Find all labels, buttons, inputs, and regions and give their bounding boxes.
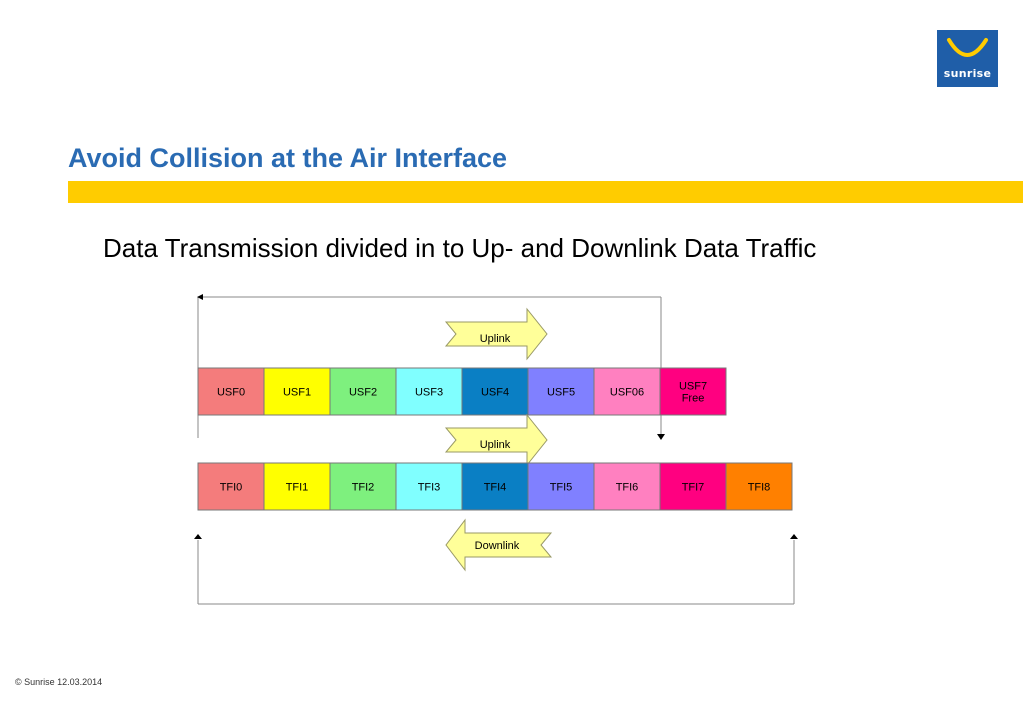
sunrise-logo: sunrise <box>937 30 998 87</box>
loop-arrowhead-up-left <box>194 534 202 539</box>
uplink-arrow-top-label: Uplink <box>480 333 511 345</box>
usf-cell: USF1 <box>263 367 331 416</box>
usf-cell-box <box>329 367 397 416</box>
downlink-arrow-label: Downlink <box>475 540 520 552</box>
title-underline-bar <box>68 181 1023 203</box>
usf-cell-label: USF2 <box>349 387 377 399</box>
usf-cell-label: USF06 <box>610 387 644 399</box>
usf-cell: USF5 <box>527 367 595 416</box>
usf-cell-label: USF0 <box>217 387 245 399</box>
footer-copyright: © Sunrise 12.03.2014 <box>15 677 103 687</box>
tfi-cell-label: TFI1 <box>286 482 309 494</box>
loop-arrowhead-up-right <box>790 534 798 539</box>
usf-cell-box <box>659 367 727 416</box>
tfi-cell-label: TFI2 <box>352 482 375 494</box>
usf-cell-label: USF4 <box>481 387 509 399</box>
usf-cell-label: USF5 <box>547 387 575 399</box>
tfi-cell: TFI1 <box>263 462 331 511</box>
tfi-cell-box <box>263 462 331 511</box>
tfi-cell: TFI8 <box>725 462 793 511</box>
tfi-cell: TFI0 <box>197 462 265 511</box>
uplink-arrow-middle-label: Uplink <box>480 439 511 451</box>
tfi-cell-label: TFI4 <box>484 482 507 494</box>
usf-cell-label: USF3 <box>415 387 443 399</box>
tfi-cell-box <box>659 462 727 511</box>
tfi-cell-label: TFI6 <box>616 482 639 494</box>
downlink-arrow: Downlink <box>445 518 553 572</box>
tfi-cell-box <box>461 462 529 511</box>
usf-cell-box <box>395 367 463 416</box>
usf-cell-box <box>461 367 529 416</box>
tfi-cell-box <box>197 462 265 511</box>
tfi-cell-box <box>593 462 661 511</box>
usf-cell: USF4 <box>461 367 529 416</box>
tfi-cell-label: TFI3 <box>418 482 441 494</box>
tfi-cell: TFI3 <box>395 462 463 511</box>
downlink-loop-lines <box>197 540 795 605</box>
sun-arc-icon <box>947 38 988 57</box>
tfi-cell-box <box>329 462 397 511</box>
usf-cell: USF06 <box>593 367 661 416</box>
usf-cell: USF2 <box>329 367 397 416</box>
tfi-cell: TFI7 <box>659 462 727 511</box>
loop-arrowhead-down <box>657 434 665 440</box>
usf-cell: USF3 <box>395 367 463 416</box>
tfi-cell: TFI2 <box>329 462 397 511</box>
usf-cell: USF0 <box>197 367 265 416</box>
tfi-cell-label: TFI7 <box>682 482 705 494</box>
usf-cell-box <box>263 367 331 416</box>
logo-text: sunrise <box>943 67 992 80</box>
tfi-cell: TFI5 <box>527 462 595 511</box>
tfi-cell: TFI4 <box>461 462 529 511</box>
uplink-arrow-middle: Uplink <box>444 413 548 467</box>
tfi-cell-box <box>395 462 463 511</box>
slide-subtitle: Data Transmission divided in to Up- and … <box>103 233 817 263</box>
tfi-cell-box <box>527 462 595 511</box>
tfi-cell-label: TFI5 <box>550 482 573 494</box>
tfi-row: TFI0 TFI1 TFI2 TFI3 TFI4 TFI5 TFI6 TFI7 TFI8 <box>197 462 793 511</box>
usf-cell-box <box>197 367 265 416</box>
loop-arrowhead-left <box>197 294 203 300</box>
tfi-cell-box <box>725 462 793 511</box>
slide-title: Avoid Collision at the Air Interface <box>68 143 508 173</box>
usf-cell-label: USF1 <box>283 387 311 399</box>
uplink-arrow-top: Uplink <box>444 307 548 361</box>
usf-cell-box <box>593 367 661 416</box>
tfi-cell: TFI6 <box>593 462 661 511</box>
tfi-cell-label: TFI8 <box>748 482 771 494</box>
tfi-cell-label: TFI0 <box>220 482 243 494</box>
